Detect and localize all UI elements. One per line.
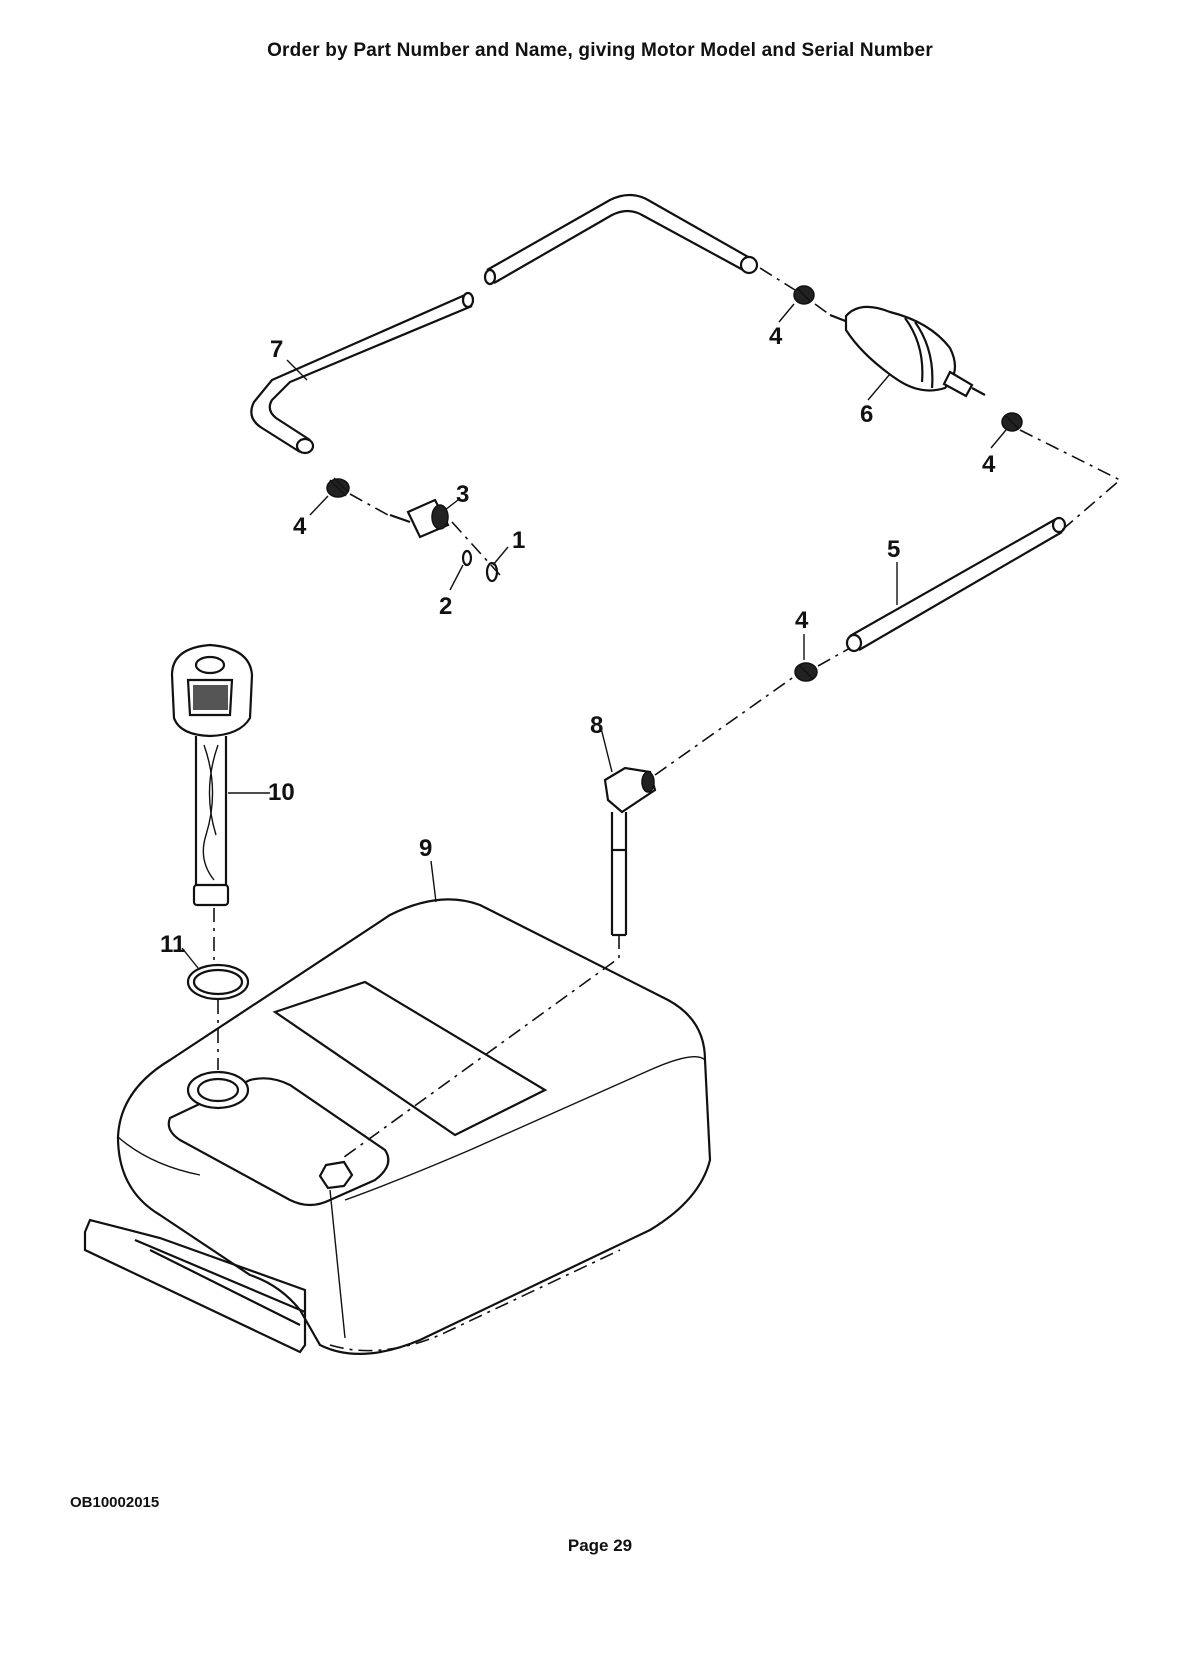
callout-6: 6	[860, 401, 873, 428]
fuel-hose-part-5	[845, 516, 1067, 653]
callout-4-lower: 4	[795, 607, 809, 634]
hose-clamp-part-4-lower	[794, 662, 818, 682]
fuel-tank-part-9	[83, 898, 712, 1355]
hose-clamp-part-4-left	[326, 477, 350, 498]
gasket-part-11	[186, 963, 250, 1001]
callout-4-right: 4	[982, 451, 996, 478]
fuel-connector-part-3	[389, 498, 450, 539]
callout-11: 11	[160, 931, 185, 958]
page-header-instruction: Order by Part Number and Name, giving Mo…	[267, 40, 933, 61]
callout-4-left: 4	[293, 513, 307, 540]
hose-clamp-part-4-top	[793, 285, 815, 305]
callout-4-top: 4	[769, 323, 783, 350]
fuel-gauge-part-10	[170, 643, 254, 907]
callout-1: 1	[512, 527, 525, 554]
o-ring-part-2	[461, 549, 473, 567]
hose-clamp-part-4-right	[1001, 412, 1023, 432]
fuel-hose-part-7	[250, 193, 759, 455]
callout-3: 3	[456, 481, 469, 508]
elbow-fitting-part-8	[603, 766, 657, 937]
leader-lines	[181, 303, 1007, 969]
callout-2: 2	[439, 593, 452, 620]
callout-5: 5	[887, 536, 900, 563]
assembly-lines	[213, 267, 1122, 1161]
document-code: OB10002015	[70, 1494, 160, 1511]
primer-bulb-part-6	[829, 305, 986, 398]
callout-10: 10	[268, 779, 295, 806]
callout-7: 7	[270, 336, 283, 363]
callout-9: 9	[419, 835, 432, 862]
page-number: Page 29	[567, 1536, 633, 1555]
callout-8: 8	[590, 712, 603, 739]
